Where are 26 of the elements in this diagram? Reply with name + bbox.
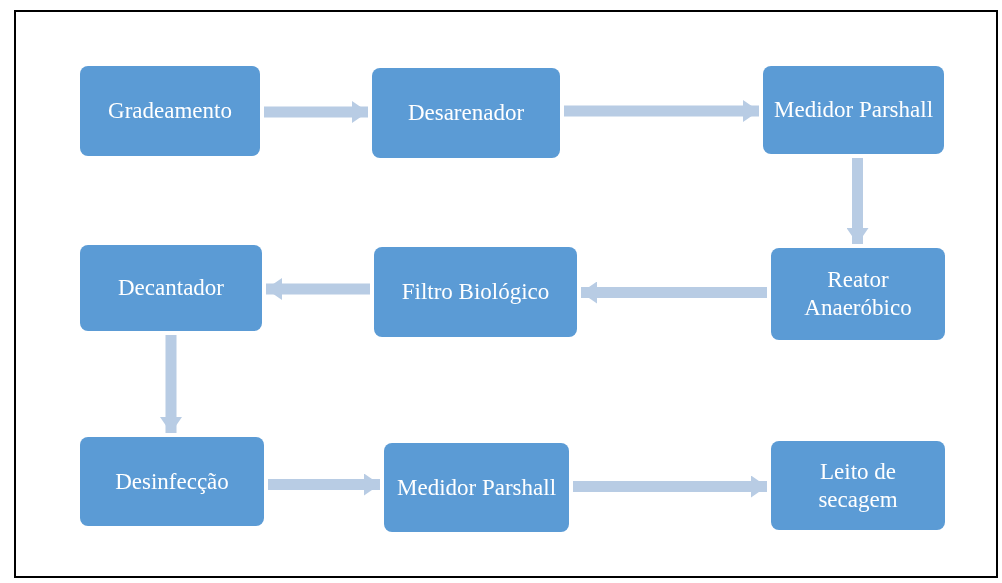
arrow (160, 335, 182, 433)
process-label: Reator Anaeróbico (803, 266, 913, 322)
arrow (264, 101, 368, 123)
process-box (763, 66, 944, 154)
process-label: Filtro Biológico (401, 278, 550, 306)
process-box (372, 68, 560, 158)
process-label: Gradeamento (108, 97, 232, 125)
process-box (80, 437, 264, 526)
process-box (374, 247, 577, 337)
process-label: Medidor Parshall (773, 96, 934, 124)
process-box (771, 248, 945, 340)
arrow (564, 100, 759, 122)
arrow (266, 278, 370, 300)
process-label: Leito de secagem (817, 457, 899, 514)
process-box (771, 441, 945, 530)
process-label: Desinfecção (115, 467, 229, 496)
arrow (573, 475, 767, 498)
process-box (384, 443, 569, 532)
arrow (581, 281, 767, 304)
process-label: Desarenador (407, 99, 525, 127)
process-label: Medidor Parshall (396, 473, 557, 502)
arrow (846, 158, 869, 244)
process-label: Decantador (118, 274, 224, 302)
arrow (268, 473, 380, 496)
process-box (80, 245, 262, 331)
process-box (80, 66, 260, 156)
